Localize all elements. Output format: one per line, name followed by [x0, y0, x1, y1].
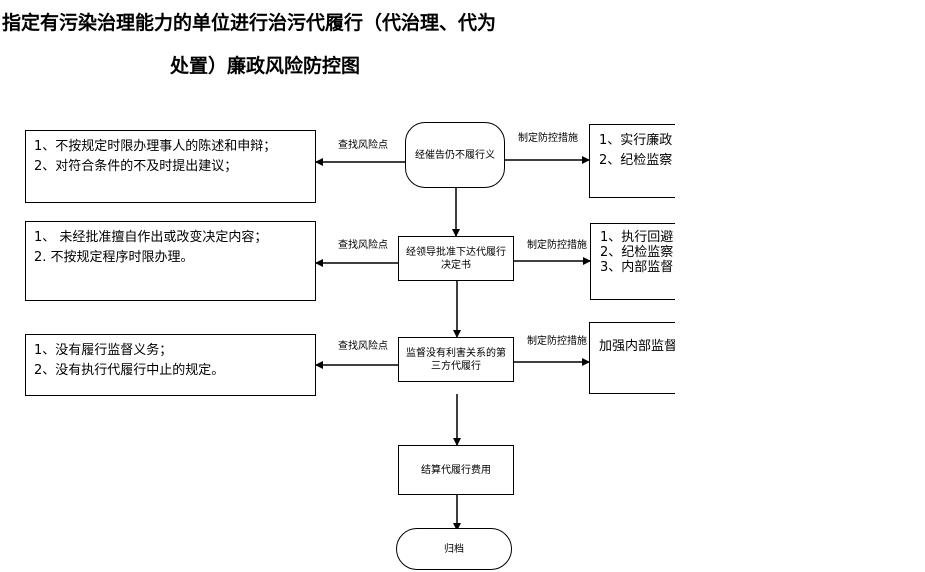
measure-label-2: 制定防控措施	[527, 240, 587, 251]
flow-step-2: 经领导批准下达代履行决定书	[398, 236, 514, 281]
flow-step-3: 监督没有利害关系的第三方代履行	[398, 337, 514, 382]
flow-step-3-text: 监督没有利害关系的第三方代履行	[406, 347, 506, 372]
flow-step-4: 结算代履行费用	[398, 445, 514, 495]
find-risk-label-2: 查找风险点	[338, 240, 388, 251]
flow-step-1-text: 经催告仍不履行义	[415, 149, 495, 161]
find-risk-label-3: 查找风险点	[338, 341, 388, 352]
measure-label-1: 制定防控措施	[518, 133, 578, 144]
flow-step-4-text: 结算代履行费用	[421, 464, 491, 476]
page-title-line-2: 处置）廉政风险防控图	[170, 55, 361, 77]
measure-2-item-1: 1、执行回避	[600, 230, 674, 245]
risk-1-item-1: 1、不按规定时限办理事人的陈述和申辩；	[34, 139, 277, 154]
flow-end-text: 归档	[444, 543, 464, 555]
risk-1-item-2: 2、对符合条件的不及时提出建议；	[34, 159, 238, 174]
risk-2-item-1: 1、 未经批准擅自作出或改变决定内容；	[34, 230, 268, 245]
measure-3-item-1: 加强内部监督	[599, 339, 675, 354]
measure-1-item-1: 1、实行廉政	[599, 133, 673, 148]
measure-1-item-2: 2、纪检监察	[599, 153, 673, 168]
risk-box-3: 1、没有履行监督义务； 2、没有执行代履行中止的规定。	[25, 334, 316, 396]
measure-2-item-2: 2、纪检监察	[600, 245, 674, 260]
measure-2-item-3: 3、内部监督	[600, 260, 674, 275]
risk-3-item-2: 2、没有执行代履行中止的规定。	[34, 363, 225, 378]
measure-label-3: 制定防控措施	[527, 336, 587, 347]
risk-box-2: 1、 未经批准擅自作出或改变决定内容； 2. 不按规定程序时限办理。	[25, 221, 316, 301]
flow-step-2-text: 经领导批准下达代履行决定书	[406, 246, 506, 271]
risk-3-item-1: 1、没有履行监督义务；	[34, 343, 173, 358]
measure-box-3: 加强内部监督	[589, 322, 675, 394]
flow-end: 归档	[396, 528, 512, 570]
risk-box-1: 1、不按规定时限办理事人的陈述和申辩； 2、对符合条件的不及时提出建议；	[25, 130, 316, 203]
measure-box-2: 1、执行回避 2、纪检监察 3、内部监督	[590, 223, 675, 300]
find-risk-label-1: 查找风险点	[338, 140, 388, 151]
page-title-line-1: 指定有污染治理能力的单位进行治污代履行（代治理、代为	[2, 12, 497, 34]
flow-step-1: 经催告仍不履行义	[405, 122, 505, 188]
measure-box-1: 1、实行廉政 2、纪检监察	[589, 124, 675, 198]
risk-2-item-2: 2. 不按规定程序时限办理。	[34, 250, 194, 265]
